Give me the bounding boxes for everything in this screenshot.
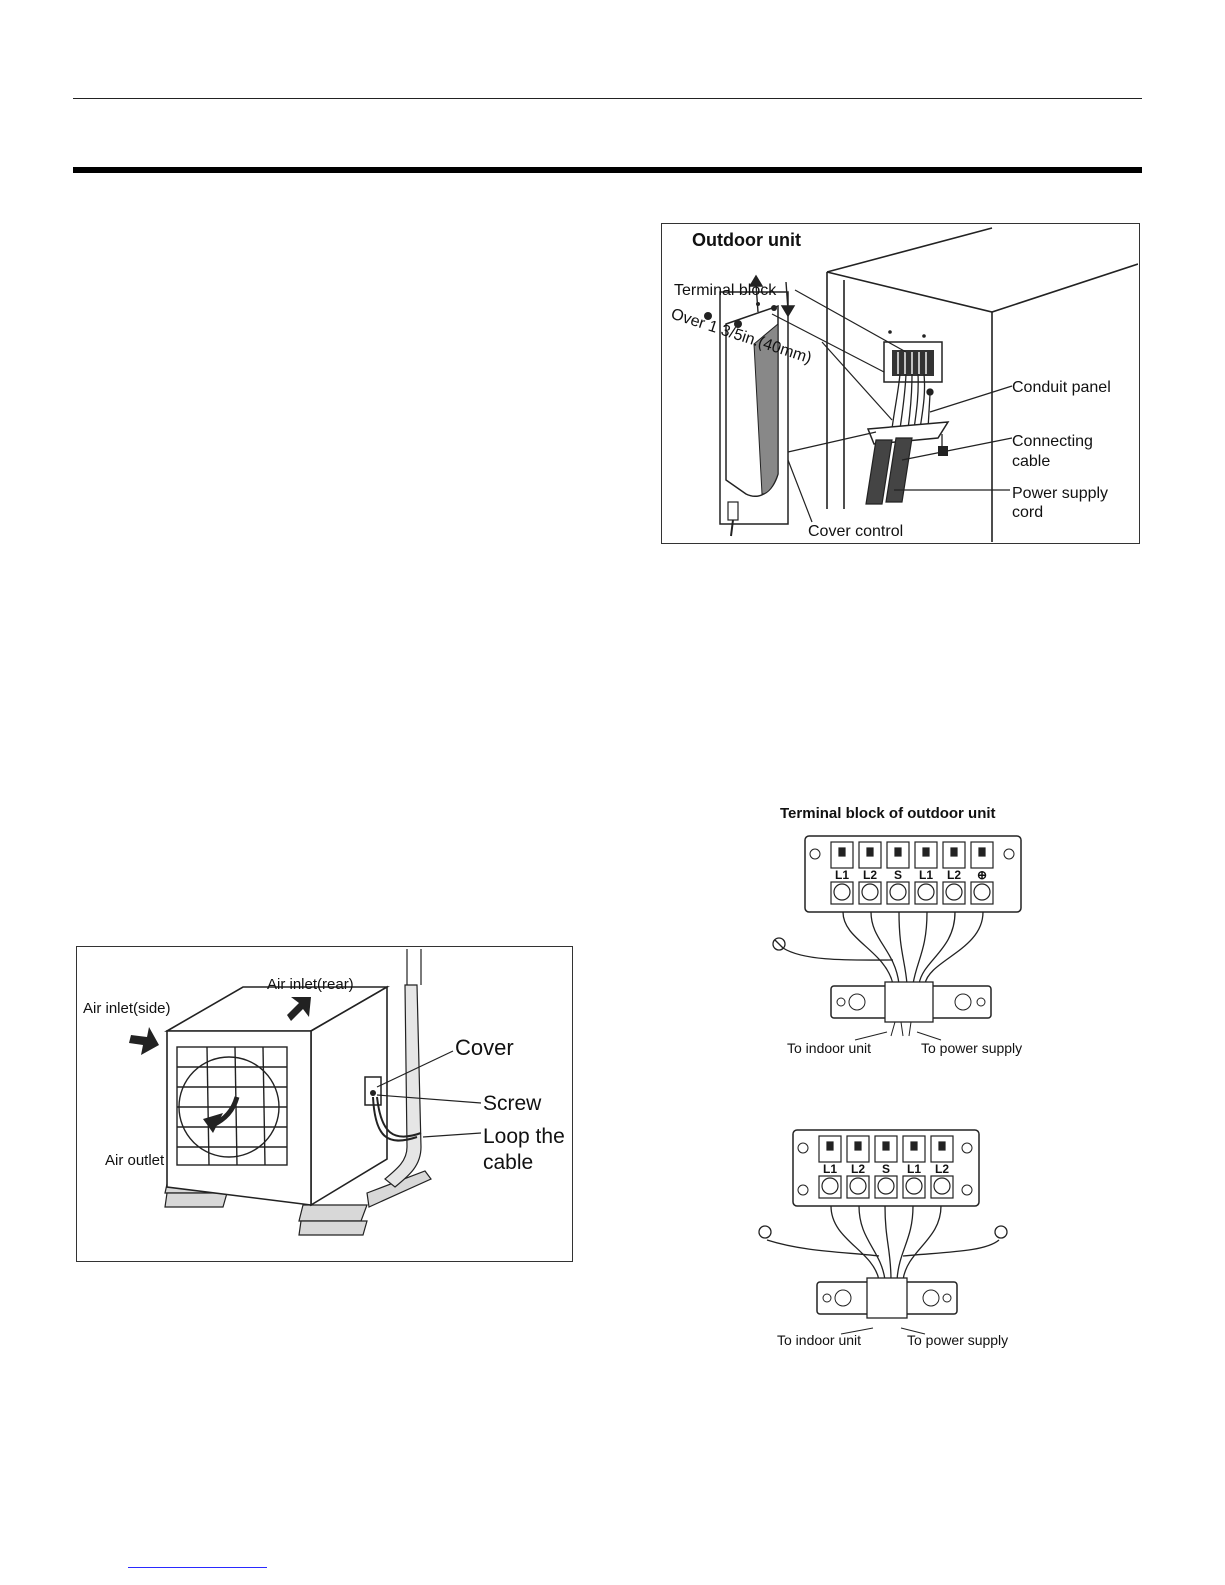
block1-wires bbox=[772, 911, 984, 985]
terminal-screw-housing bbox=[874, 1175, 898, 1199]
terminal-screw-housing bbox=[930, 1175, 954, 1199]
terminal-screw-housing bbox=[886, 881, 910, 905]
terminal-screw bbox=[905, 1177, 923, 1195]
label-air-outlet: Air outlet bbox=[105, 1152, 165, 1169]
clamp-2 bbox=[816, 1277, 958, 1335]
conduit-panel-shape bbox=[866, 421, 950, 456]
cover-control-shape bbox=[704, 291, 789, 537]
terminal-screw-housing bbox=[818, 1175, 842, 1199]
label-to-indoor-1: To indoor unit bbox=[787, 1040, 871, 1056]
label-connecting-cable-2: cable bbox=[1012, 453, 1050, 470]
terminal-post-tab bbox=[838, 847, 846, 857]
terminal-post-tab bbox=[938, 1141, 946, 1151]
terminal-figure-title: Terminal block of outdoor unit bbox=[780, 805, 996, 822]
label-screw: Screw bbox=[483, 1092, 542, 1115]
terminal-screw bbox=[849, 1177, 867, 1195]
cable-tubes bbox=[865, 437, 913, 505]
terminal-label: L2 bbox=[947, 868, 961, 882]
terminal-block-1 bbox=[804, 835, 1022, 913]
terminal-screw bbox=[945, 883, 963, 901]
terminal-post-tab bbox=[922, 847, 930, 857]
terminal-post-tab bbox=[854, 1141, 862, 1151]
terminal-label: L1 bbox=[835, 868, 849, 882]
header-rule-thick bbox=[73, 167, 1142, 173]
label-to-power-2: To power supply bbox=[907, 1332, 1008, 1348]
terminal-screw bbox=[889, 883, 907, 901]
label-cover-control: Cover control bbox=[808, 523, 903, 540]
terminal-screw bbox=[821, 1177, 839, 1195]
label-air-inlet-side: Air inlet(side) bbox=[83, 1000, 171, 1017]
terminal-block-2 bbox=[792, 1129, 980, 1207]
terminal-label: L2 bbox=[851, 1162, 865, 1176]
terminal-screw bbox=[917, 883, 935, 901]
airflow-figure: Air inlet(rear) Air inlet(side) Air outl… bbox=[76, 946, 573, 1262]
terminal-label: L2 bbox=[935, 1162, 949, 1176]
terminal-screw bbox=[833, 883, 851, 901]
terminal-screw-housing bbox=[942, 881, 966, 905]
leader-lines bbox=[771, 289, 1013, 523]
terminal-label: L1 bbox=[823, 1162, 837, 1176]
label-power-supply-2: cord bbox=[1012, 504, 1043, 521]
terminal-label: S bbox=[894, 868, 902, 882]
terminal-screw-housing bbox=[846, 1175, 870, 1199]
condenser-unit bbox=[164, 985, 390, 1207]
label-cover: Cover bbox=[455, 1035, 514, 1060]
terminal-screw bbox=[877, 1177, 895, 1195]
label-terminal-block: Terminal block bbox=[674, 282, 777, 299]
terminal-block-shape bbox=[883, 330, 943, 383]
terminal-post-tab bbox=[910, 1141, 918, 1151]
terminal-screw-housing bbox=[970, 881, 994, 905]
terminal-post-tab bbox=[882, 1141, 890, 1151]
terminal-label: L2 bbox=[863, 868, 877, 882]
airflow-drawing: Air inlet(rear) Air inlet(side) Air outl… bbox=[83, 949, 565, 1236]
terminal-label: ⊕ bbox=[977, 868, 987, 882]
terminal-screw bbox=[933, 1177, 951, 1195]
terminal-screw-housing bbox=[902, 1175, 926, 1199]
terminal-label: L1 bbox=[919, 868, 933, 882]
terminal-screw-housing bbox=[858, 881, 882, 905]
footer-link-underline[interactable] bbox=[128, 1567, 267, 1568]
label-loop-1: Loop the bbox=[483, 1125, 565, 1148]
terminal-screw bbox=[973, 883, 991, 901]
fan-grille bbox=[176, 1046, 288, 1166]
label-loop-2: cable bbox=[483, 1151, 533, 1174]
terminal-post-tab bbox=[866, 847, 874, 857]
label-conduit-panel: Conduit panel bbox=[1012, 379, 1111, 396]
label-connecting-cable-1: Connecting bbox=[1012, 433, 1093, 450]
clamp-1 bbox=[830, 981, 992, 1041]
airflow-leaders bbox=[376, 1050, 482, 1138]
label-to-power-1: To power supply bbox=[921, 1040, 1022, 1056]
terminal-screw-housing bbox=[914, 881, 938, 905]
cable-loop bbox=[372, 949, 422, 1188]
terminal-screw bbox=[861, 883, 879, 901]
terminal-post-tab bbox=[894, 847, 902, 857]
block2-wires bbox=[758, 1205, 1008, 1281]
cabinet-outline bbox=[826, 227, 1139, 542]
terminal-post-tab bbox=[826, 1141, 834, 1151]
label-to-indoor-2: To indoor unit bbox=[777, 1332, 861, 1348]
outdoor-unit-title: Outdoor unit bbox=[692, 230, 801, 250]
label-air-inlet-rear: Air inlet(rear) bbox=[267, 976, 354, 993]
outdoor-unit-drawing: Outdoor unit Terminal block Over 1 3/5in… bbox=[669, 227, 1139, 542]
label-power-supply-1: Power supply bbox=[1012, 485, 1108, 502]
terminal-post-tab bbox=[950, 847, 958, 857]
inlet-arrows bbox=[129, 997, 311, 1055]
terminal-post-tab bbox=[978, 847, 986, 857]
terminal-screw-housing bbox=[830, 881, 854, 905]
header-rule-thin bbox=[73, 98, 1142, 99]
clearance-arrows bbox=[748, 274, 796, 318]
outdoor-unit-figure: Outdoor unit Terminal block Over 1 3/5in… bbox=[661, 223, 1140, 544]
terminal-label: S bbox=[882, 1162, 890, 1176]
terminal-label: L1 bbox=[907, 1162, 921, 1176]
